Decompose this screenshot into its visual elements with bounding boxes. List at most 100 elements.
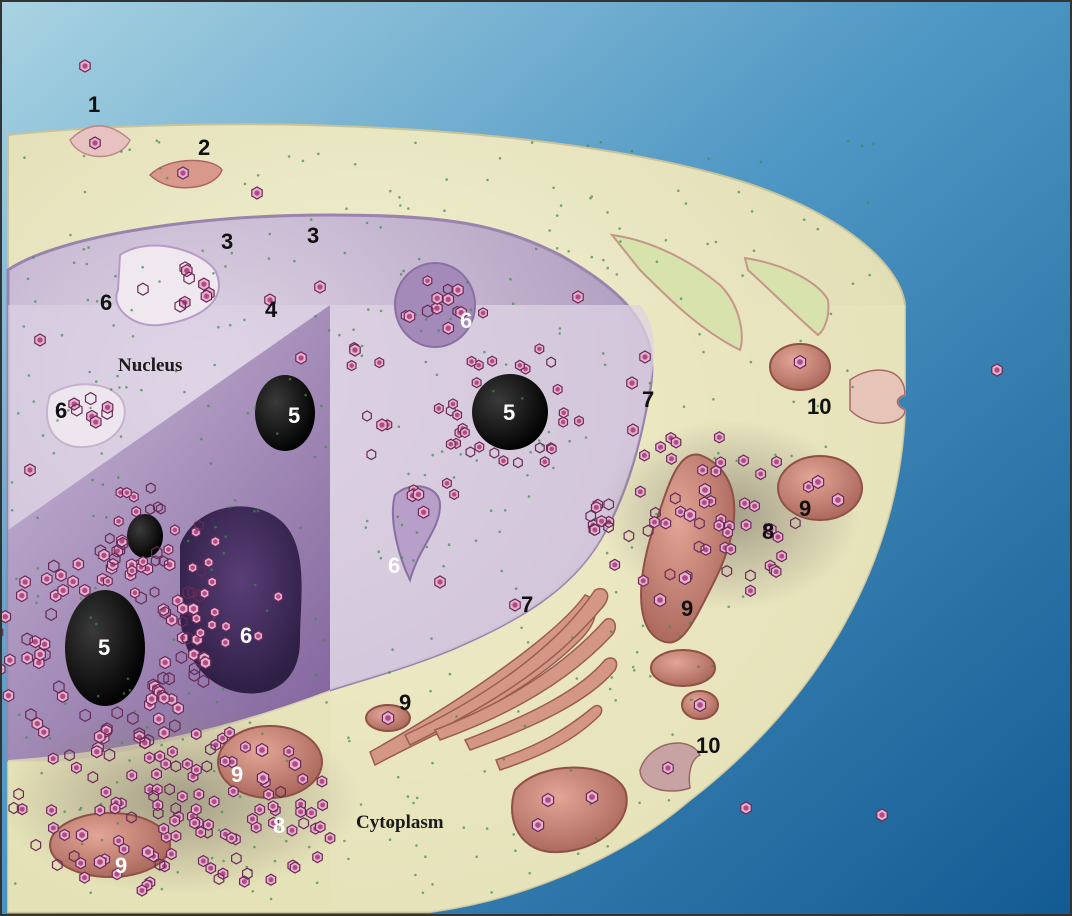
virion-core (190, 565, 195, 570)
ribosome-dot (437, 329, 440, 332)
ribosome-dot (328, 329, 331, 332)
ribosome-dot (42, 434, 45, 437)
ribosome-dot (851, 386, 854, 389)
ribosome-dot (27, 278, 30, 281)
virion-core (223, 640, 228, 645)
ribosome-dot (176, 871, 179, 874)
ribosome-dot (101, 839, 104, 842)
virion-core (6, 693, 11, 698)
virion-core (434, 296, 439, 301)
ribosome-dot (713, 457, 716, 460)
ribosome-dot (210, 569, 213, 572)
ribosome-dot (571, 636, 574, 639)
virion-core (79, 832, 85, 838)
ribosome-dot (34, 300, 37, 303)
ribosome-dot (556, 214, 559, 217)
ribosome-dot (407, 795, 410, 798)
ribosome-dot (527, 641, 530, 644)
ribosome-dot (431, 883, 434, 886)
ribosome-dot (97, 695, 100, 698)
ribosome-dot (15, 578, 18, 581)
ribosome-dot (304, 394, 307, 397)
marker-4: 4 (265, 297, 278, 322)
ribosome-dot (11, 509, 14, 512)
virion-core (242, 879, 247, 884)
virion-core (116, 519, 121, 524)
ribosome-dot (498, 531, 501, 534)
virion-core (60, 694, 65, 699)
ribosome-dot (449, 673, 452, 676)
budding-site (850, 370, 905, 423)
virion-core (194, 731, 199, 736)
virion-core (477, 363, 482, 368)
ribosome-dot (253, 510, 256, 513)
ribosome-dot (611, 676, 614, 679)
ribosome-dot (431, 454, 434, 457)
virion-core (176, 706, 181, 711)
ribosome-dot (483, 351, 486, 354)
ribosome-dot (360, 803, 363, 806)
ribosome-dot (116, 781, 119, 784)
ribosome-dot (302, 160, 305, 163)
virion-core (835, 497, 841, 503)
virion-core (198, 830, 203, 835)
virion-core (194, 616, 199, 621)
ribosome-dot (436, 374, 439, 377)
virion-core (105, 405, 110, 410)
virion-core (352, 347, 357, 352)
ribosome-dot (631, 546, 634, 549)
virion-core (201, 859, 206, 864)
ribosome-dot (378, 550, 381, 553)
ribosome-dot (224, 535, 227, 538)
ribosome-dot (123, 692, 126, 695)
virion-core (879, 812, 884, 817)
ribosome-dot (649, 675, 652, 678)
ribosome-dot (556, 247, 559, 250)
ribosome-dot (222, 688, 225, 691)
virion-core (92, 140, 97, 145)
virion-core (320, 803, 325, 808)
ribosome-dot (526, 474, 529, 477)
ribosome-dot (100, 452, 103, 455)
ribosome-dot (453, 476, 456, 479)
virion-core (717, 435, 722, 440)
ribosome-dot (606, 267, 609, 270)
ribosome-dot (425, 361, 428, 364)
ribosome-dot (698, 333, 701, 336)
virion-core (166, 547, 171, 552)
virion-core (3, 614, 8, 619)
ribosome-dot (389, 838, 392, 841)
ribosome-dot (158, 280, 161, 283)
virion-core (725, 530, 730, 535)
ribosome-dot (528, 872, 531, 875)
marker-7a: 7 (642, 387, 654, 412)
virion-core (449, 442, 454, 447)
ribosome-dot (320, 405, 323, 408)
virion-core (349, 363, 354, 368)
ribosome-dot (269, 233, 272, 236)
marker-1: 1 (88, 92, 100, 117)
ribosome-dot (249, 721, 252, 724)
ribosome-dot (229, 324, 232, 327)
virion-core (103, 790, 108, 795)
ribosome-dot (18, 714, 21, 717)
ribosome-dot (616, 273, 619, 276)
marker-5b: 5 (503, 400, 515, 425)
virion-core (702, 487, 708, 493)
ribosome-dot (830, 313, 833, 316)
virion-core (147, 755, 152, 760)
virion-core (169, 852, 174, 857)
virion-core (163, 761, 168, 766)
ribosome-dot (37, 567, 40, 570)
virion-core (748, 588, 753, 593)
ribosome-dot (445, 178, 448, 181)
ribosome-dot (499, 157, 502, 160)
ribosome-dot (560, 204, 563, 207)
virion-core (213, 742, 218, 747)
ribosome-dot (846, 369, 849, 372)
ribosome-dot (211, 857, 214, 860)
ribosome-dot (118, 386, 121, 389)
ribosome-dot (585, 436, 588, 439)
ribosome-dot (25, 736, 28, 739)
virion-core (669, 456, 674, 461)
